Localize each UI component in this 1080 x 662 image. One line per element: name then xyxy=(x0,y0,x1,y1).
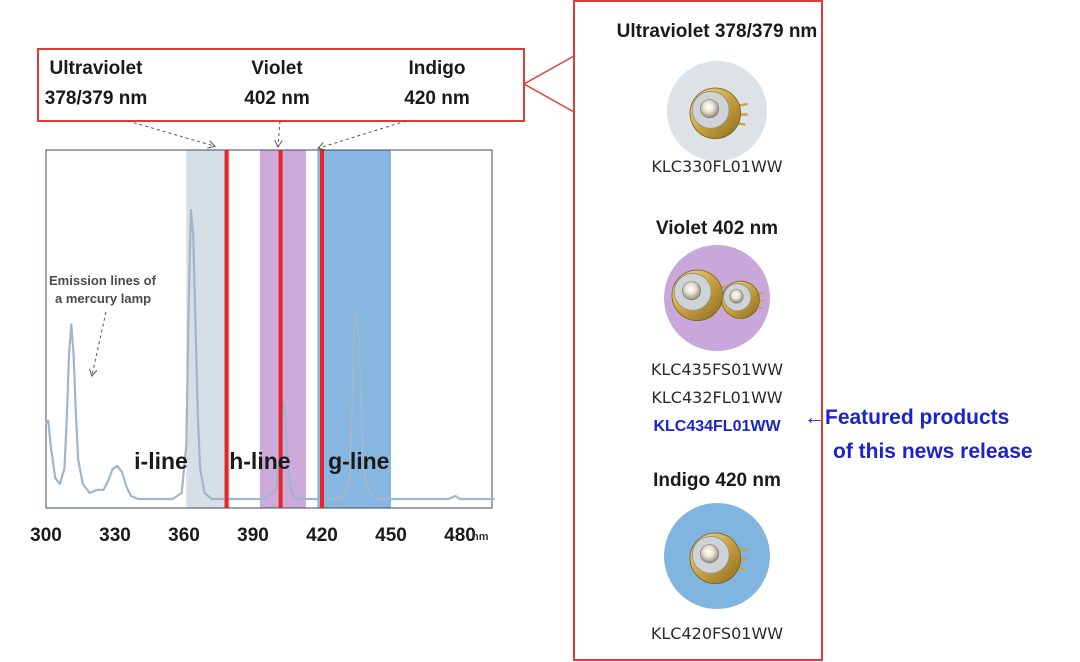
product-ultraviolet: Ultraviolet 378/379 nm KLC330FL01WW xyxy=(617,21,818,176)
emission-line-label: i-line xyxy=(134,448,188,474)
laser-diode-icon xyxy=(721,280,765,319)
laser-diode-icon xyxy=(689,87,748,139)
band-ultraviolet xyxy=(186,150,230,508)
x-tick-label: 360 xyxy=(168,525,200,546)
connector-top xyxy=(523,55,575,85)
laser-diode-icon xyxy=(689,532,748,584)
featured-note-line2: of this news release xyxy=(833,440,1033,463)
product-violet: Violet 402 nm KLC435FS01WW KLC432FL01WW KLC… xyxy=(651,218,783,435)
callout-name: Indigo xyxy=(409,58,466,79)
model-number: KLC330FL01WW xyxy=(651,157,782,176)
callout-arrow-uv xyxy=(127,120,214,146)
callout-value: 402 nm xyxy=(244,88,309,109)
emission-line-label: h-line xyxy=(229,448,290,474)
callout-arrow-violet xyxy=(278,120,280,146)
x-tick-label: 480 xyxy=(444,525,476,546)
x-tick-label: 390 xyxy=(237,525,269,546)
featured-note-line1: ←Featured products xyxy=(804,406,1009,429)
emission-arrow xyxy=(92,311,107,375)
callout-item-violet: Violet 402 nm xyxy=(244,58,309,109)
product-title: Violet 402 nm xyxy=(656,218,778,239)
callout-frame xyxy=(37,48,525,122)
x-unit-label: nm xyxy=(472,531,489,543)
band-violet xyxy=(259,150,306,508)
laser-diode-icon xyxy=(671,269,730,321)
callout-value: 378/379 nm xyxy=(45,88,147,109)
wavelength-callout: Ultraviolet 378/379 nm Violet 402 nm Indigo 4… xyxy=(37,48,575,148)
callout-item-indigo: Indigo 420 nm xyxy=(404,58,469,109)
callout-arrow-indigo xyxy=(319,120,407,148)
product-indigo: Indigo 420 nm KLC420FS01WW xyxy=(651,470,783,643)
x-tick-label: 300 xyxy=(30,525,62,546)
callout-name: Violet xyxy=(251,58,303,79)
plot-frame xyxy=(45,149,493,509)
featured-note: ←Featured products of this news release xyxy=(804,406,1033,463)
emission-line-label: g-line xyxy=(328,448,389,474)
product-title: Indigo 420 nm xyxy=(653,470,781,491)
product-title: Ultraviolet 378/379 nm xyxy=(617,21,818,42)
x-tick-label: 450 xyxy=(375,525,407,546)
spectrum-chart: 300 330 360 390 420 450 480 nm i-line h-line g-l… xyxy=(30,149,495,546)
x-tick-label: 420 xyxy=(306,525,338,546)
featured-model-number: KLC434FL01WW xyxy=(653,418,781,435)
spectrum-line xyxy=(45,208,495,501)
callout-value: 420 nm xyxy=(404,88,469,109)
emission-label: Emission lines of a mercury lamp xyxy=(49,273,160,306)
callout-name: Ultraviolet xyxy=(50,58,144,79)
model-number: KLC420FS01WW xyxy=(651,624,783,643)
callout-item-ultraviolet: Ultraviolet 378/379 nm xyxy=(45,58,147,109)
x-tick-label: 330 xyxy=(99,525,131,546)
connector-bottom xyxy=(523,83,575,113)
model-number: KLC432FL01WW xyxy=(651,388,782,407)
model-number: KLC435FS01WW xyxy=(651,360,783,379)
product-panel: Ultraviolet 378/379 nm KLC330FL01WW Violet… xyxy=(573,0,823,661)
